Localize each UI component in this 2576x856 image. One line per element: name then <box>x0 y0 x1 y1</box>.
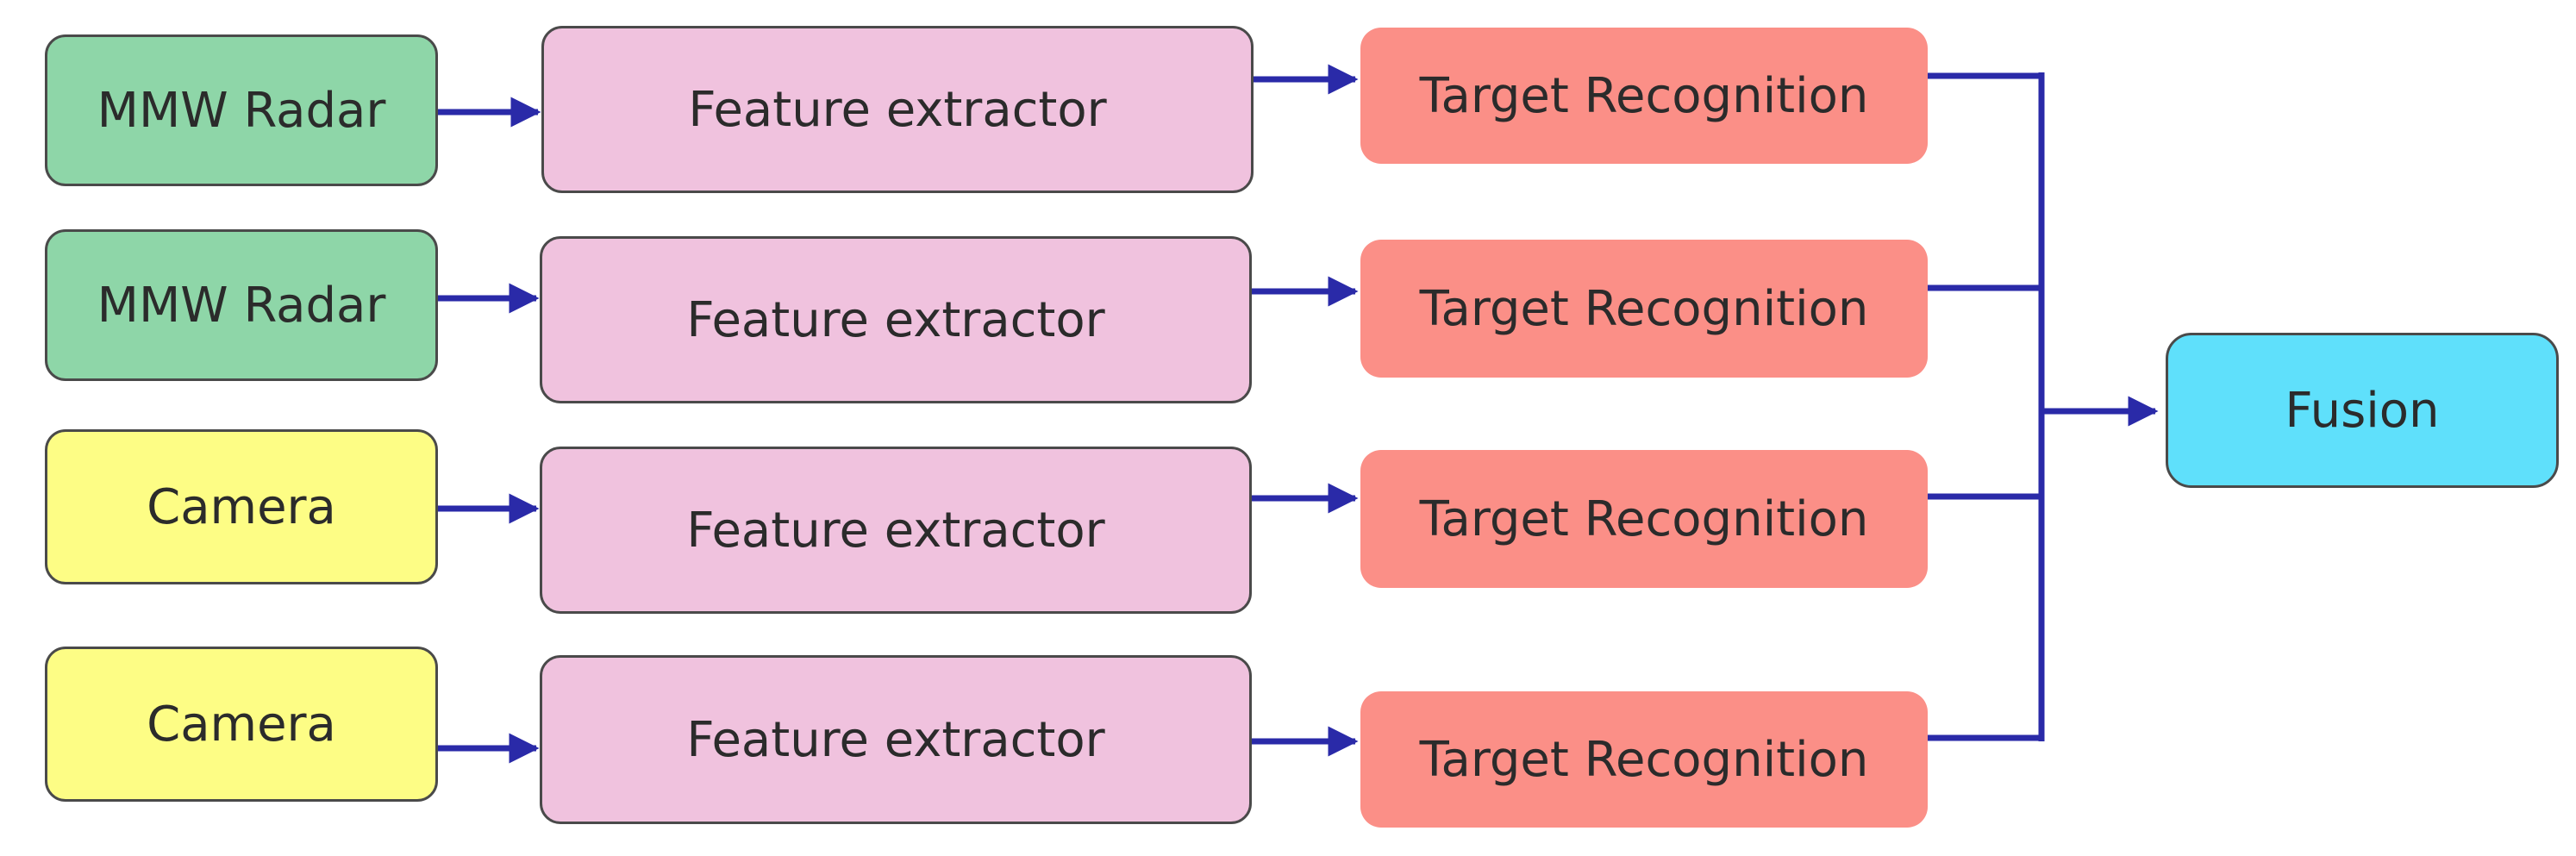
sensor-label-4: Camera <box>147 696 336 753</box>
feature-extractor-box-3: Feature extractor <box>540 447 1252 614</box>
target-recognition-box-1: Target Recognition <box>1360 28 1928 164</box>
target-recognition-label-4: Target Recognition <box>1419 731 1869 788</box>
feature-extractor-label-3: Feature extractor <box>686 502 1105 559</box>
target-recognition-box-2: Target Recognition <box>1360 240 1928 378</box>
target-recognition-label-3: Target Recognition <box>1419 490 1869 547</box>
feature-extractor-label-4: Feature extractor <box>686 711 1105 768</box>
target-recognition-label-1: Target Recognition <box>1419 67 1869 124</box>
sensor-label-1: MMW Radar <box>97 82 386 139</box>
target-recognition-box-4: Target Recognition <box>1360 691 1928 828</box>
feature-extractor-box-1: Feature extractor <box>541 26 1254 193</box>
sensor-box-2: MMW Radar <box>45 229 438 381</box>
feature-extractor-box-2: Feature extractor <box>540 236 1252 403</box>
sensor-label-3: Camera <box>147 478 336 535</box>
feature-extractor-label-1: Feature extractor <box>688 81 1107 138</box>
fusion-box: Fusion <box>2166 333 2559 488</box>
fusion-label: Fusion <box>2285 382 2440 439</box>
target-recognition-box-3: Target Recognition <box>1360 450 1928 588</box>
feature-extractor-label-2: Feature extractor <box>686 291 1105 348</box>
sensor-box-3: Camera <box>45 429 438 584</box>
sensor-box-4: Camera <box>45 647 438 802</box>
target-recognition-label-2: Target Recognition <box>1419 280 1869 337</box>
sensor-box-1: MMW Radar <box>45 34 438 186</box>
sensor-label-2: MMW Radar <box>97 277 386 334</box>
feature-extractor-box-4: Feature extractor <box>540 655 1252 824</box>
